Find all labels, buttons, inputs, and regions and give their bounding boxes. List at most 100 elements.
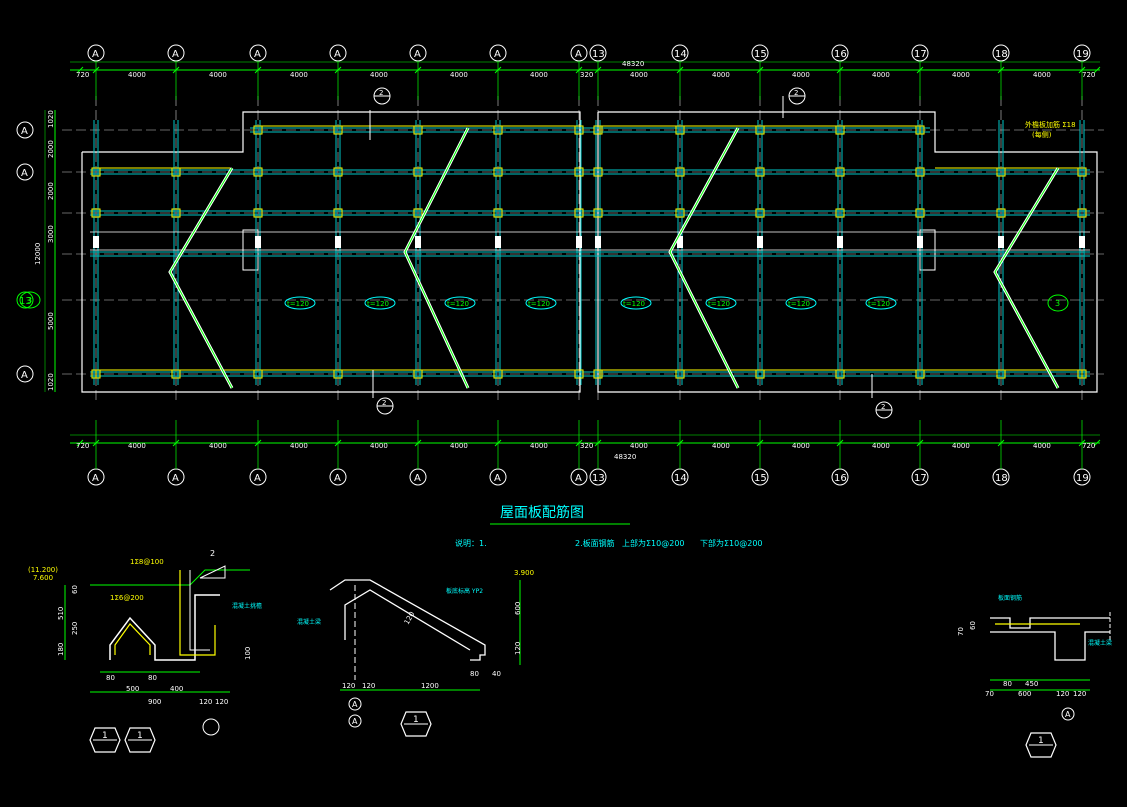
d1-dim-h1: 80	[148, 674, 157, 682]
column-post	[495, 236, 501, 248]
column	[253, 167, 263, 177]
column	[574, 125, 584, 135]
slab-tag-ellipse	[364, 296, 396, 310]
axis-label: 15	[754, 49, 767, 60]
axis-label: A	[575, 49, 582, 60]
overall-dim-top: 48320	[622, 60, 644, 68]
dim-text-bottom: 720	[1082, 442, 1095, 450]
d2-dim-v1: 120	[514, 642, 522, 655]
dim-tick	[1093, 439, 1101, 447]
column	[835, 369, 845, 379]
d1-dim-v2: 250	[71, 622, 79, 635]
d1-elev2: 7.600	[33, 574, 53, 582]
column-post	[595, 236, 601, 248]
d2-axis-2: A	[348, 714, 362, 728]
dim-text-left: 1020	[47, 373, 55, 391]
detail-1: (11.200) 7.600 1Ʃ8@100 1Ʃ6@200 2 混凝土挑檐 8…	[28, 549, 262, 753]
axis-label: 17	[914, 49, 927, 60]
d1-dim-v1: 510	[57, 607, 65, 620]
column-post	[757, 236, 763, 248]
axis-label: A	[494, 473, 501, 484]
slab-tag: t=120	[447, 300, 469, 308]
d2-dim-h0: 120	[342, 682, 355, 690]
axis-label: 18	[995, 49, 1008, 60]
axis-label: A	[334, 473, 341, 484]
d1-tag-1: 1	[89, 727, 121, 753]
d2-dim-h1: 120	[362, 682, 375, 690]
dim-text-left: 5000	[47, 312, 55, 330]
axis-label: 15	[754, 473, 767, 484]
d1-dim-h3: 400	[170, 685, 183, 693]
column	[171, 208, 181, 218]
d2-dim-h2: 1200	[421, 682, 439, 690]
d2-label2: 混凝土梁	[297, 618, 321, 626]
dim-text-bottom: 4000	[630, 442, 648, 450]
axis-label: A	[92, 473, 99, 484]
slab-tag: t=120	[367, 300, 389, 308]
d1-tag-2: 1	[124, 727, 156, 753]
section-marker-3	[1047, 294, 1069, 312]
dim-text-bottom: 720	[76, 442, 89, 450]
slab-tag: t=120	[788, 300, 810, 308]
axis-label: A	[172, 49, 179, 60]
column-post	[998, 236, 1004, 248]
note-prefix: 说明：1.	[455, 538, 487, 548]
column-post	[576, 236, 582, 248]
d3-tag: 1	[1025, 732, 1057, 758]
dim-text-top: 4000	[128, 71, 146, 79]
axis-label: A	[172, 473, 179, 484]
note-mid: 2.板面钢筋	[575, 538, 615, 548]
column-post	[677, 236, 683, 248]
column	[91, 208, 101, 218]
column	[574, 208, 584, 218]
axis-label: 16	[834, 473, 847, 484]
section-number-3: 3	[1055, 299, 1060, 308]
dim-text-top: 4000	[209, 71, 227, 79]
column-post	[93, 236, 99, 248]
section-number: 2	[881, 403, 885, 411]
column	[253, 125, 263, 135]
note-top: 上部为Ʃ10@200	[622, 538, 685, 548]
d1-rebar1: 1Ʃ8@100	[130, 558, 164, 566]
column	[91, 167, 101, 177]
column	[675, 167, 685, 177]
d1-rebar2: 1Ʃ6@200	[110, 594, 144, 602]
column	[574, 369, 584, 379]
column	[1077, 369, 1087, 379]
svg-text:A: A	[352, 700, 358, 709]
slab-tag-ellipse	[785, 296, 817, 310]
d1-dim-v0: 60	[71, 585, 79, 594]
section-number: 2	[382, 399, 386, 407]
d1-label: 混凝土挑檐	[232, 602, 262, 610]
axis-label: 18	[995, 473, 1008, 484]
axis-label: 13	[592, 49, 605, 60]
svg-text:1: 1	[137, 731, 143, 741]
svg-text:1: 1	[102, 731, 108, 741]
axis-label: A	[414, 49, 421, 60]
axis-label: 19	[1076, 473, 1089, 484]
axis-label: A	[334, 49, 341, 60]
column	[171, 167, 181, 177]
d3-dim-v1: 60	[969, 621, 977, 630]
dim-text-top: 320	[580, 71, 593, 79]
column	[253, 208, 263, 218]
dim-text-top: 4000	[792, 71, 810, 79]
dim-text-top: 4000	[450, 71, 468, 79]
column	[253, 369, 263, 379]
dim-text-left: 2000	[47, 140, 55, 158]
axis-bubbles: AAAAAAAAAAAAAA13131414151516161717181819…	[16, 44, 1091, 486]
d3-dim-h3: 120	[1056, 690, 1069, 698]
column	[835, 125, 845, 135]
slab-break-line	[669, 127, 739, 389]
d3-dim-h5: 70	[985, 690, 994, 698]
column	[333, 125, 343, 135]
column-post	[917, 236, 923, 248]
svg-text:1: 1	[1038, 736, 1044, 746]
dim-text-bottom: 4000	[530, 442, 548, 450]
d2-elev: 3.900	[514, 569, 534, 577]
column	[675, 125, 685, 135]
dim-text-bottom: 4000	[209, 442, 227, 450]
axis-bubble-left	[16, 163, 34, 181]
dimension-lines: 7207204000400040004000400040004000400040…	[44, 61, 1101, 450]
dim-text-top: 720	[1082, 71, 1095, 79]
